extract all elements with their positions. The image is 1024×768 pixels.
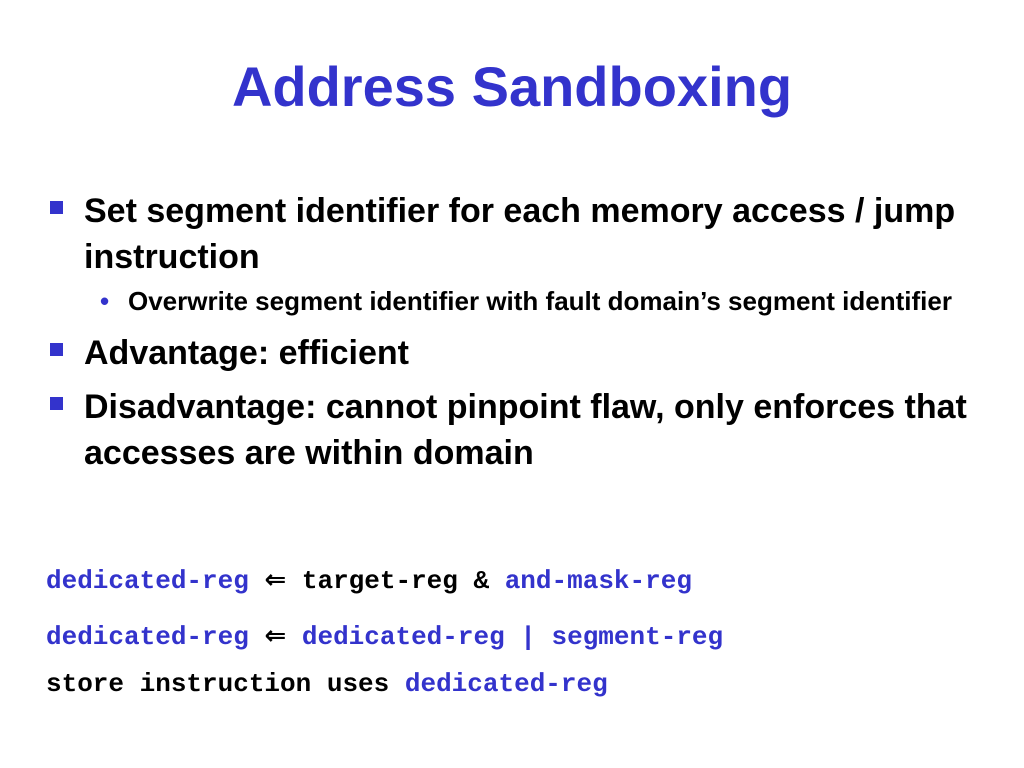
code-line: dedicated-reg ⇐ dedicated-reg | segment-… <box>46 620 723 653</box>
bullet-text: Disadvantage: cannot pinpoint flaw, only… <box>84 388 967 472</box>
square-bullet-icon <box>50 201 63 214</box>
left-arrow-icon: ⇐ <box>264 621 287 651</box>
round-bullet-icon: • <box>100 286 110 316</box>
code-operand: dedicated-reg <box>46 566 249 596</box>
square-bullet-icon <box>50 397 63 410</box>
code-operand: and-mask-reg <box>504 566 692 596</box>
bullet-item: Set segment identifier for each memory a… <box>48 188 998 280</box>
slide-title: Address Sandboxing <box>231 55 793 118</box>
code-line: store instruction uses dedicated-reg <box>46 668 608 700</box>
code-operand: dedicated-reg <box>404 669 608 699</box>
bullet-list: Set segment identifier for each memory a… <box>48 188 998 484</box>
bullet-text: Set segment identifier for each memory a… <box>84 192 956 276</box>
code-line: dedicated-reg ⇐ target-reg & and-mask-re… <box>46 564 692 597</box>
code-operand: target-reg & <box>301 566 490 596</box>
code-operand: dedicated-reg <box>46 622 249 652</box>
sub-bullet-item: • Overwrite segment identifier with faul… <box>48 282 998 320</box>
bullet-text: Advantage: efficient <box>84 334 409 372</box>
code-operand: dedicated-reg | segment-reg <box>301 622 724 652</box>
bullet-item: Disadvantage: cannot pinpoint flaw, only… <box>48 384 998 476</box>
left-arrow-icon: ⇐ <box>264 565 287 595</box>
code-text: store instruction uses <box>46 669 390 699</box>
square-bullet-icon <box>50 343 63 356</box>
sub-bullet-text: Overwrite segment identifier with fault … <box>128 286 952 316</box>
bullet-item: Advantage: efficient <box>48 330 998 376</box>
